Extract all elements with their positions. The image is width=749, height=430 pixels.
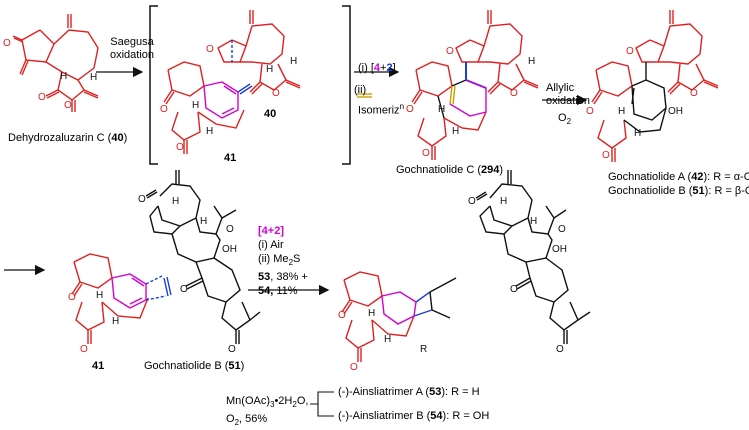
bracket-left [149,5,158,165]
atom-o: O [602,150,610,161]
atom-o: O [690,88,698,99]
atom-h: H [528,56,535,67]
ainsliatrimer-structure [341,170,591,362]
bracket-right [342,5,351,165]
atom-h: H [200,216,207,227]
atom-h: H [112,316,119,327]
atom-o: O [272,88,280,99]
atom-o: O [586,106,594,117]
atom-o: O [510,284,518,295]
atom-o: O [338,310,346,321]
atom-h: H [634,128,641,139]
atom-h: H [500,196,507,207]
atom-oh: OH [668,106,683,117]
intermediate-40-structure [163,10,301,154]
atom-oh: OH [222,244,237,255]
atom-h: H [60,71,67,82]
atom-o: O [138,194,146,205]
atom-oh: OH [552,244,567,255]
label-ainsliatrimer-a: (-)-Ainsliatrimer A (53): R = H [338,386,480,398]
atom-o: O [556,344,564,355]
atom-h: H [266,64,273,75]
atom-o: O [38,92,46,103]
label-41-row2: 41 [92,360,105,372]
atom-h: H [530,216,537,227]
label-gochnatiolide-a: Gochnatiolide A (42): R = α-OH [608,171,749,183]
atom-h: H [368,308,375,319]
label-dehydrozaluzarin: Dehydrozaluzarin C (40) [8,132,128,144]
atom-o: O [350,362,358,373]
atom-o: O [406,104,414,115]
atom-h: H [438,104,445,115]
atom-h: H [90,72,97,83]
atom-o: O [160,104,168,115]
dehydrozaluzarin-structure [12,14,99,112]
atom-h: H [384,334,391,345]
condition-row2: [4+2] (i) Air (ii) Me2S 53, 38% + 54, 11… [258,225,308,298]
atom-o: O [510,88,518,99]
atom-o: O [206,44,214,55]
atom-h: H [192,100,199,111]
atom-h: H [206,126,213,137]
condition-step-i: (i) [4+2] [358,62,396,74]
condition-step-ii: (ii) [354,84,367,96]
atom-h: H [96,290,103,301]
atom-h: H [290,56,297,67]
atom-o: O [180,284,188,295]
connector-line [310,391,334,405]
label-ainsliatrimer-b: (-)-Ainsliatrimer B (54): R = OH [338,410,490,422]
atom-o: O [626,46,634,57]
gochnatiolide-b-and-41-structure [71,170,261,344]
atom-o: O [226,224,234,235]
atom-o: O [3,38,11,49]
atom-r: R [420,344,427,355]
label-gochnatiolide-b: Gochnatiolide B (51) [144,360,245,372]
connector-line [317,404,334,417]
condition-mn: Mn(OAc)3•2H2O, O2, 56% [226,395,309,428]
atom-o: O [80,344,88,355]
atom-o: O [176,142,184,153]
atom-o: O [422,148,430,159]
gochnatiolide-ab-structure [591,10,719,162]
label-intermediate-40: 40 [264,108,277,120]
condition-o2: O2 [558,112,572,127]
atom-h: H [618,106,625,117]
atom-h: H [172,196,179,207]
atom-o: O [228,344,236,355]
atom-o: O [468,196,476,207]
label-intermediate-41: 41 [224,152,237,164]
atom-o: O [446,46,454,57]
condition-isomerization: Isomerizn [358,102,405,117]
label-gochnatiolide-c: Gochnatiolide C (294) [396,164,504,176]
gochnatiolide-c-structure [411,10,539,160]
atom-o: O [64,100,72,111]
label-gochnatiolide-b-row1: Gochnatiolide B (51): R = β-OH [608,185,749,197]
atom-o: O [558,224,566,235]
atom-o: O [68,292,76,303]
atom-h: H [452,126,459,137]
